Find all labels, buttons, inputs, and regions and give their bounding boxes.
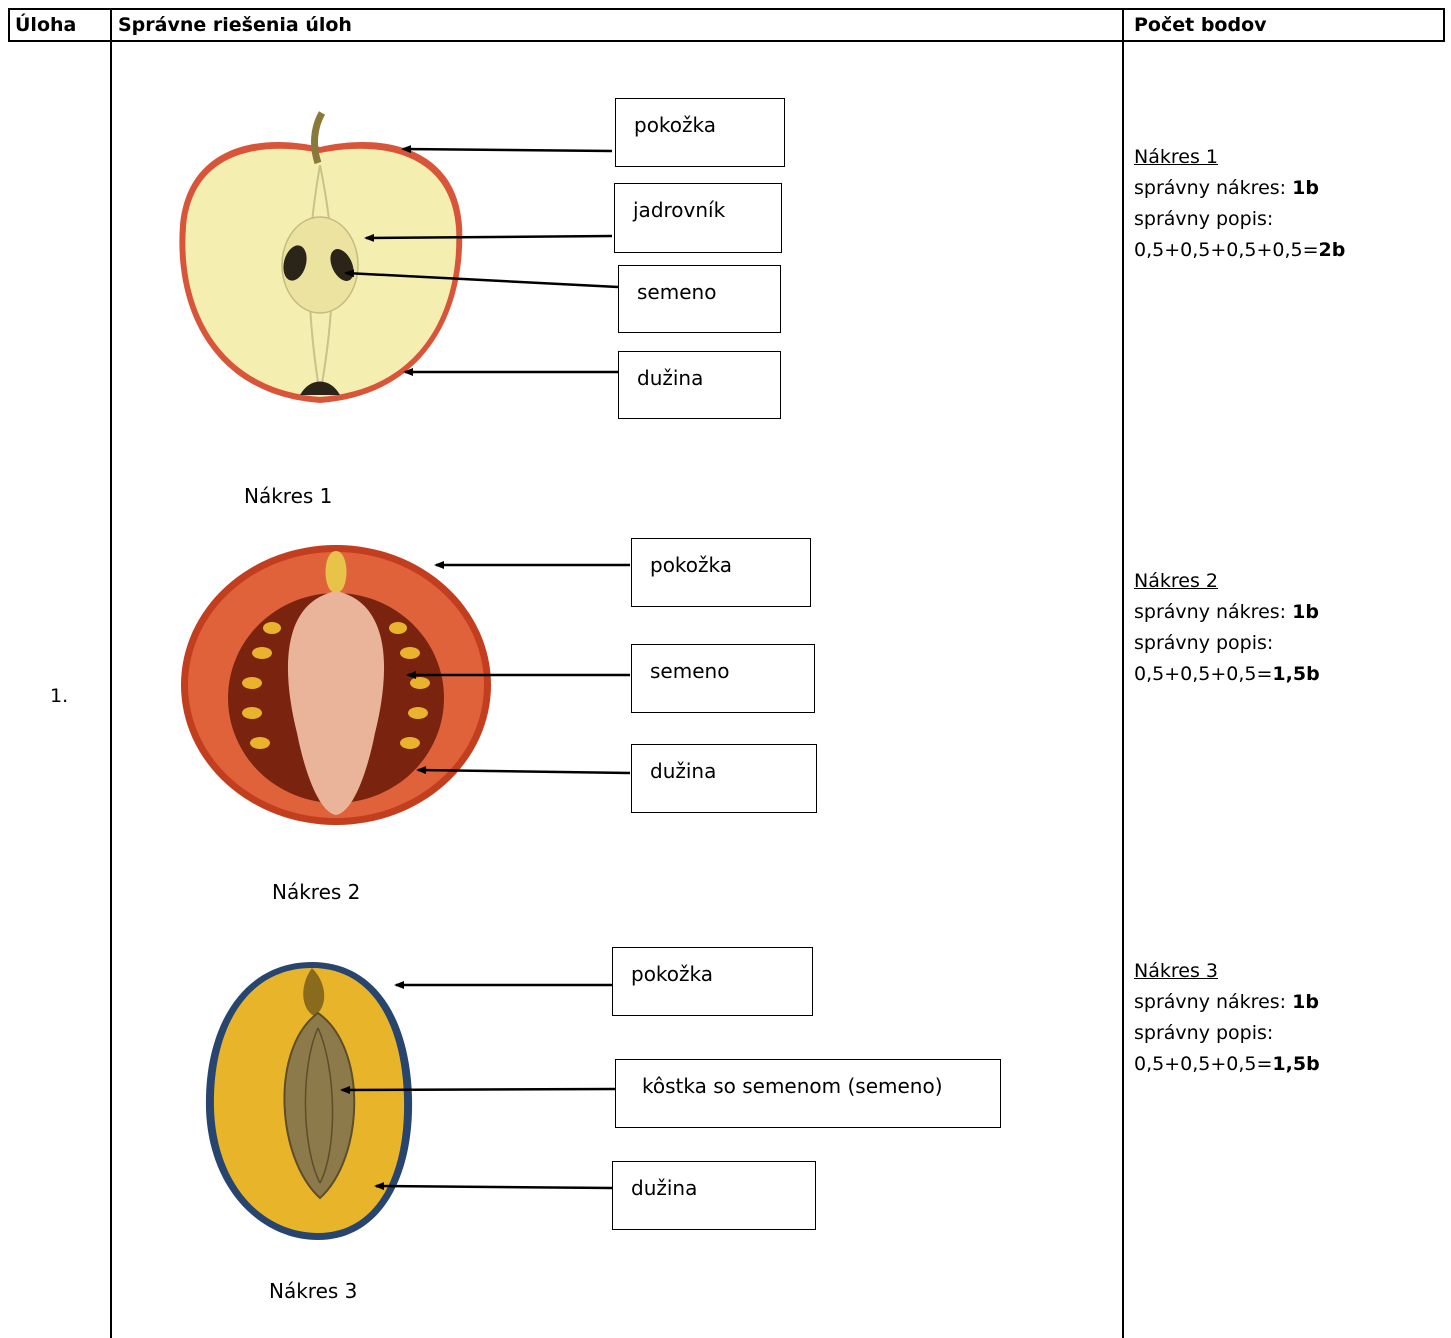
scoring-desc-line: 0,5+0,5+0,5=1,5b — [1134, 1049, 1320, 1080]
scoring-title: Nákres 1 — [1134, 142, 1345, 173]
scoring-desc-label: správny popis: — [1134, 628, 1320, 659]
scoring-desc-label: správny popis: — [1134, 1018, 1320, 1049]
scoring-block-2: Nákres 2 správny nákres: 1b správny popi… — [1134, 566, 1320, 690]
scoring-block-3: Nákres 3 správny nákres: 1b správny popi… — [1134, 956, 1320, 1080]
scoring-drawing-line: správny nákres: 1b — [1134, 173, 1345, 204]
label-flesh-2: dužina — [631, 744, 817, 813]
scoring-desc-line: 0,5+0,5+0,5+0,5=2b — [1134, 235, 1345, 266]
scoring-drawing-line: správny nákres: 1b — [1134, 597, 1320, 628]
caption-drawing-3: Nákres 3 — [269, 1279, 357, 1303]
scoring-desc-line: 0,5+0,5+0,5=1,5b — [1134, 659, 1320, 690]
label-skin-3: pokožka — [612, 947, 813, 1016]
scoring-block-1: Nákres 1 správny nákres: 1b správny popi… — [1134, 142, 1345, 266]
label-flesh-1: dužina — [618, 351, 781, 419]
label-stone-3: kôstka so semenom (semeno) — [615, 1059, 1001, 1128]
scoring-desc-label: správny popis: — [1134, 204, 1345, 235]
label-flesh-3: dužina — [612, 1161, 816, 1230]
scoring-title: Nákres 2 — [1134, 566, 1320, 597]
scoring-drawing-line: správny nákres: 1b — [1134, 987, 1320, 1018]
label-seed-1: semeno — [618, 265, 781, 333]
label-skin-2: pokožka — [631, 538, 811, 607]
caption-drawing-1: Nákres 1 — [244, 484, 332, 508]
scoring-title: Nákres 3 — [1134, 956, 1320, 987]
caption-drawing-2: Nákres 2 — [272, 880, 360, 904]
label-seed-2: semeno — [631, 644, 815, 713]
label-skin-1: pokožka — [615, 98, 785, 167]
label-core-1: jadrovník — [614, 183, 782, 253]
